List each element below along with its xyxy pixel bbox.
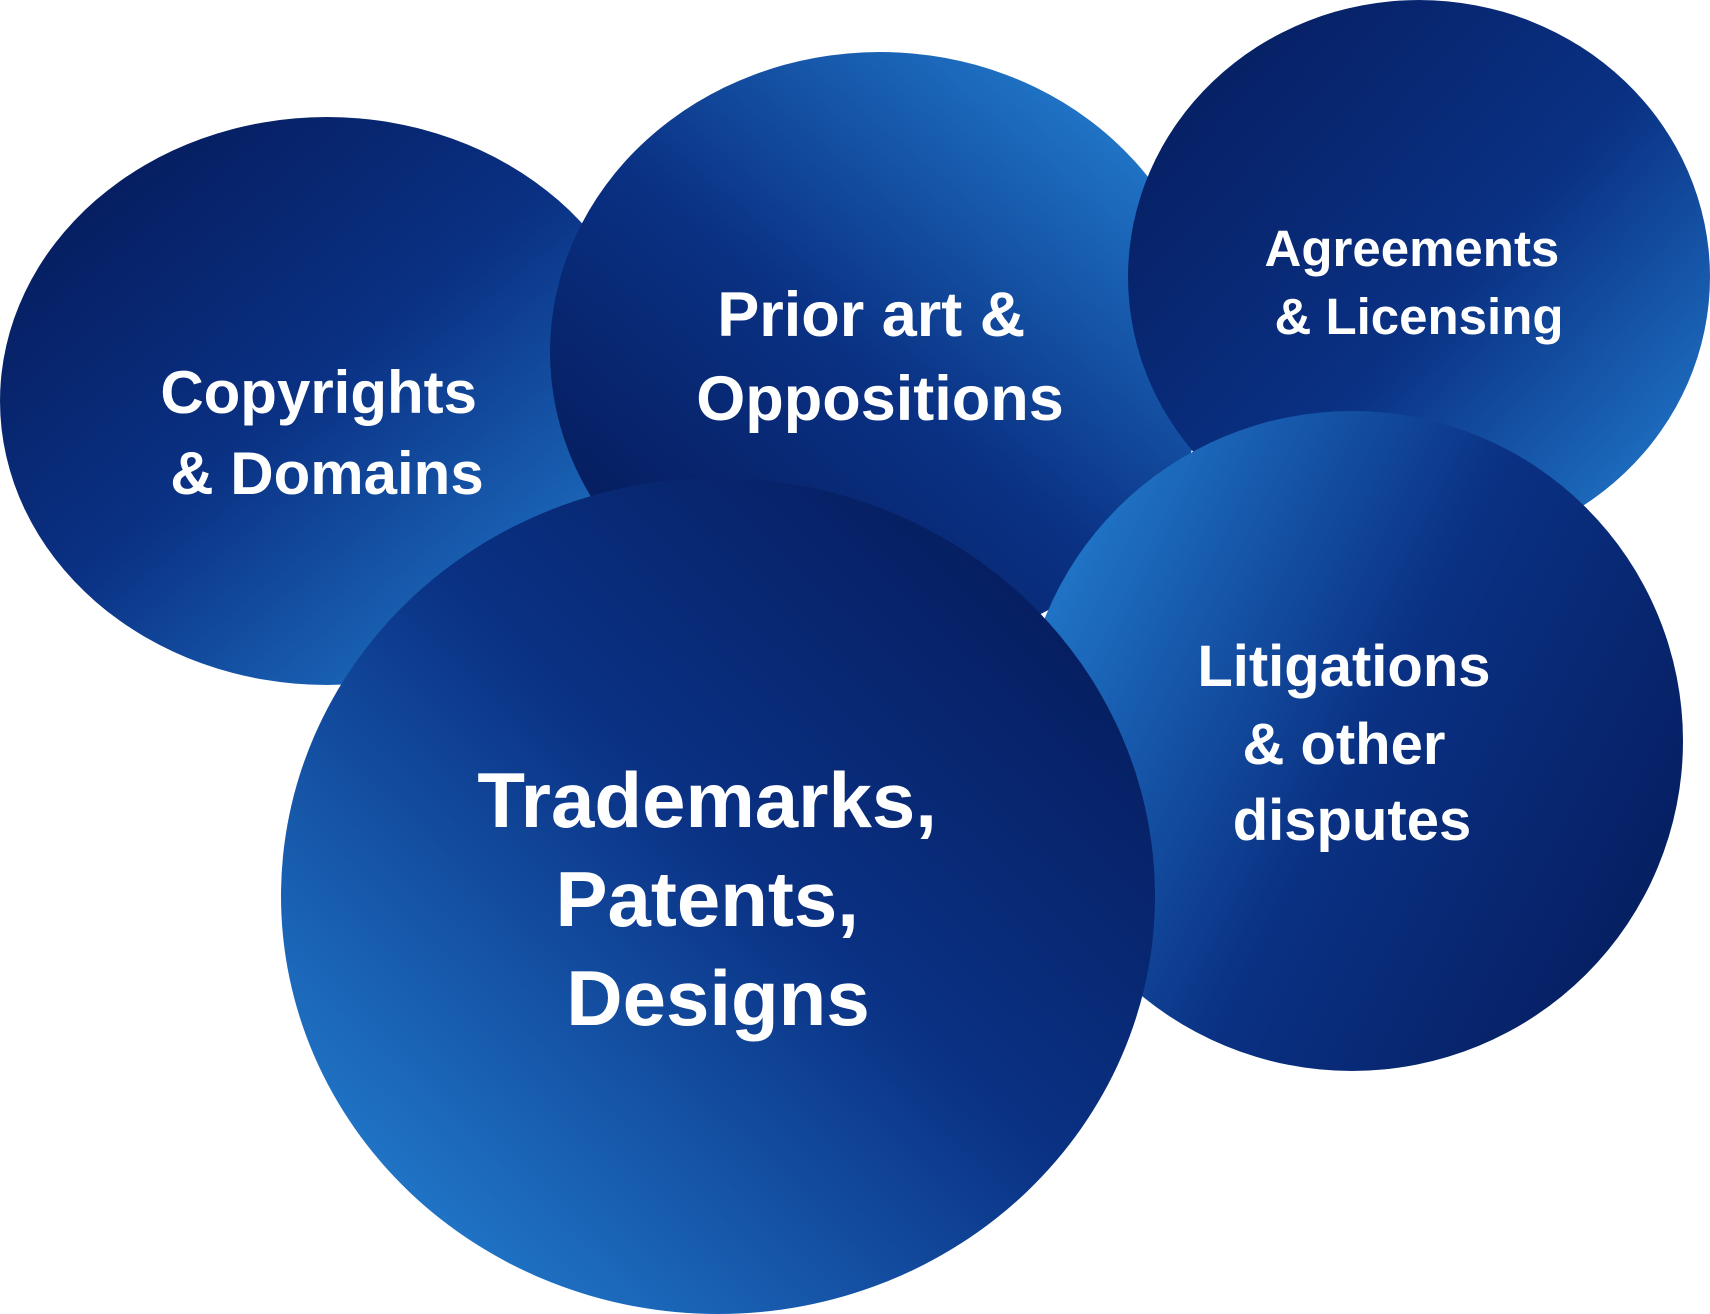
bubble-litigations-line-3: disputes — [1233, 788, 1472, 853]
bubble-litigations-line-2: & other — [1242, 712, 1445, 777]
bubble-agreements-line-2: & Licensing — [1274, 288, 1563, 345]
bubble-agreements-line-1: Agreements — [1265, 220, 1560, 277]
bubble-trademarks-line-3: Designs — [566, 954, 869, 1042]
bubble-litigations-label: Litigations & other disputes — [1197, 634, 1506, 853]
bubble-copyrights-label: Copyrights & Domains — [160, 359, 493, 507]
bubble-prior-art-label: Prior art & Oppositions — [696, 280, 1063, 434]
bubble-trademarks-label: Trademarks, Patents, Designs — [477, 756, 958, 1042]
bubble-agreements-licensing: Agreements & Licensing — [1128, 0, 1710, 554]
bubble-prior-art-line-2: Oppositions — [696, 364, 1063, 434]
bubble-litigations-line-1: Litigations — [1197, 634, 1490, 699]
bubble-litigations-disputes: Litigations & other disputes — [1021, 411, 1683, 1071]
bubble-agreements-label: Agreements & Licensing — [1265, 220, 1574, 345]
bubble-copyrights-line-2: & Domains — [170, 440, 483, 507]
bubble-trademarks-line-2: Patents, — [555, 855, 858, 943]
bubble-prior-art-line-1: Prior art & — [717, 280, 1025, 350]
bubble-agreements-shape — [1128, 0, 1710, 554]
bubble-trademarks-shape — [281, 478, 1155, 1314]
bubble-trademarks-patents-designs: Trademarks, Patents, Designs — [281, 478, 1155, 1314]
bubble-trademarks-line-1: Trademarks, — [477, 756, 937, 844]
bubble-copyrights-line-1: Copyrights — [160, 359, 477, 426]
bubble-litigations-shape — [1021, 411, 1683, 1071]
